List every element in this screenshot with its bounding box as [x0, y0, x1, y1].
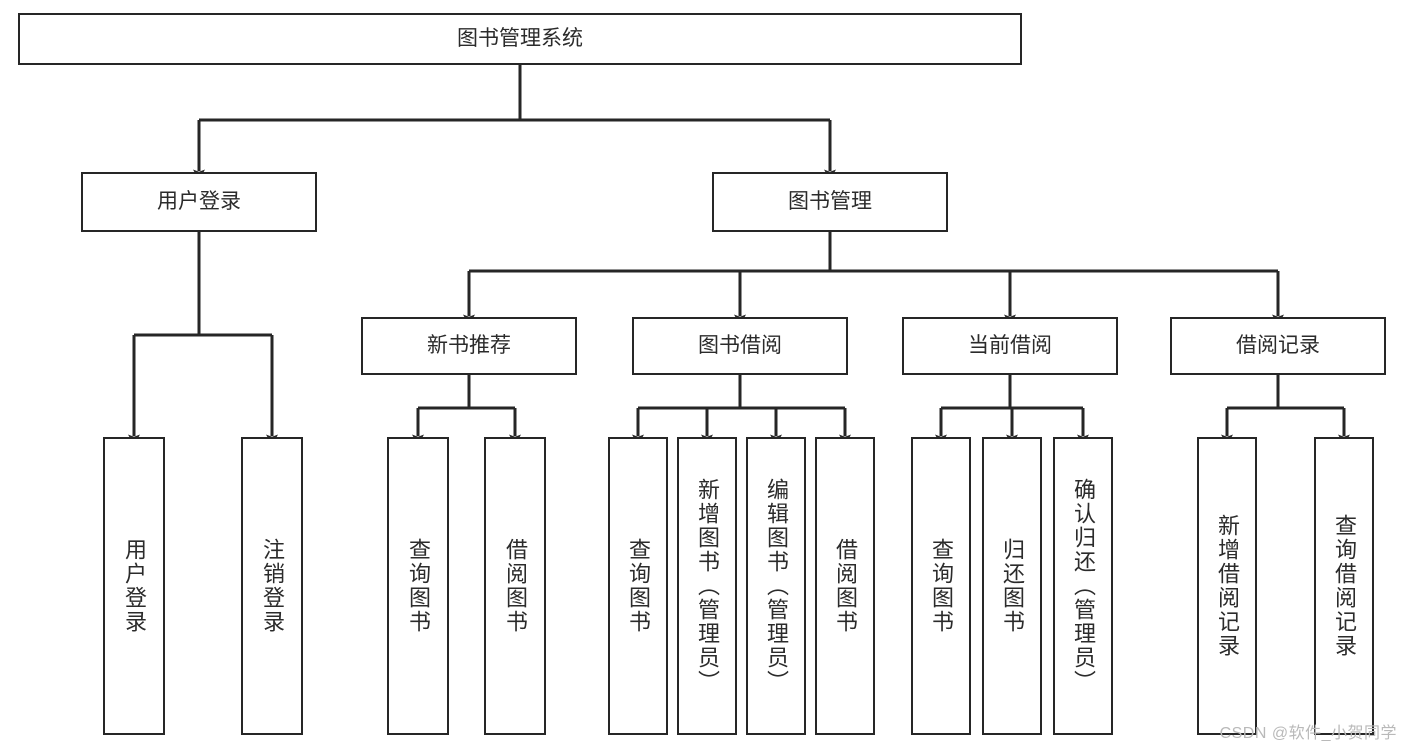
node-label: 图书借阅	[698, 333, 782, 357]
node-label: 编辑图书（管理员）	[764, 478, 789, 694]
node-label: 查询借阅记录	[1332, 514, 1357, 658]
node-label: 注销登录	[260, 538, 285, 634]
node-l-borrow1[interactable]: 借阅图书	[484, 437, 546, 735]
node-label: 查询图书	[626, 538, 651, 634]
edge-paths	[128, 65, 1350, 446]
node-label: 图书管理	[788, 189, 872, 213]
node-l-logout[interactable]: 注销登录	[241, 437, 303, 735]
node-root[interactable]: 图书管理系统	[18, 13, 1022, 65]
node-label: 确认归还（管理员）	[1071, 478, 1096, 694]
node-l-confirm[interactable]: 确认归还（管理员）	[1053, 437, 1113, 735]
node-label: 归还图书	[1000, 538, 1025, 634]
node-label: 用户登录	[122, 538, 147, 634]
node-l-queryrec[interactable]: 查询借阅记录	[1314, 437, 1374, 735]
node-label: 借阅图书	[833, 538, 858, 634]
node-l-edit[interactable]: 编辑图书（管理员）	[746, 437, 806, 735]
node-label: 借阅图书	[503, 538, 528, 634]
node-label: 借阅记录	[1236, 333, 1320, 357]
node-label: 查询图书	[929, 538, 954, 634]
node-l-borrow2[interactable]: 借阅图书	[815, 437, 875, 735]
node-records[interactable]: 借阅记录	[1170, 317, 1386, 375]
node-label: 新增借阅记录	[1215, 514, 1240, 658]
node-label: 当前借阅	[968, 333, 1052, 357]
node-login[interactable]: 用户登录	[81, 172, 317, 232]
node-label: 新书推荐	[427, 333, 511, 357]
node-l-login[interactable]: 用户登录	[103, 437, 165, 735]
node-label: 新增图书（管理员）	[695, 478, 720, 694]
node-label: 查询图书	[406, 538, 431, 634]
node-l-query3[interactable]: 查询图书	[911, 437, 971, 735]
node-bookmgmt[interactable]: 图书管理	[712, 172, 948, 232]
node-label: 图书管理系统	[457, 26, 583, 50]
node-l-return[interactable]: 归还图书	[982, 437, 1042, 735]
node-l-add[interactable]: 新增图书（管理员）	[677, 437, 737, 735]
node-l-query2[interactable]: 查询图书	[608, 437, 668, 735]
node-l-query1[interactable]: 查询图书	[387, 437, 449, 735]
node-current[interactable]: 当前借阅	[902, 317, 1118, 375]
node-borrow[interactable]: 图书借阅	[632, 317, 848, 375]
node-label: 用户登录	[157, 189, 241, 213]
node-newbook[interactable]: 新书推荐	[361, 317, 577, 375]
node-l-addrec[interactable]: 新增借阅记录	[1197, 437, 1257, 735]
